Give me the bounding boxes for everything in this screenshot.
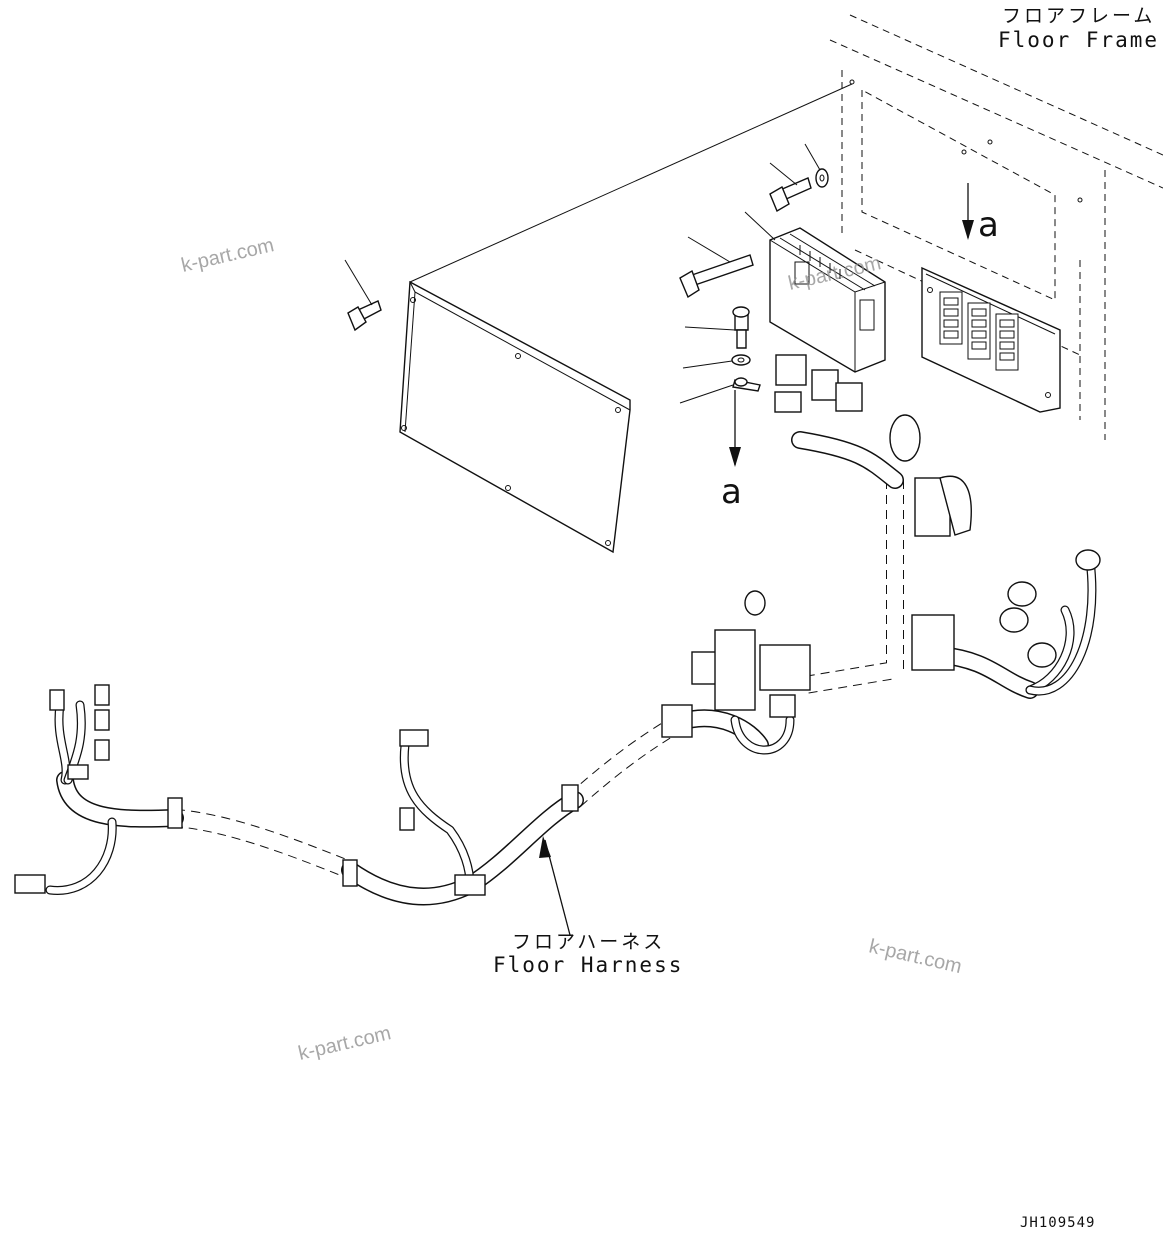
watermark-4: k-part.com [296,1022,393,1065]
cover-plate [399,83,853,554]
fuse-panel [921,266,1061,413]
long-bolt [679,236,754,299]
bolt-cover [344,259,382,332]
floor-frame-label-jp: フロアフレーム [1002,5,1155,27]
floor-harness-label-en: Floor Harness [493,953,683,977]
floor-harness [14,354,1101,936]
drawing-code: JH109549 [1020,1215,1095,1231]
ref-arrow-lower [729,390,741,467]
floor-harness-label-jp: フロアハーネス [512,931,665,953]
reference-mark-lower: a [721,472,742,512]
bolt-vertical [684,306,750,349]
floor-frame-label-en: Floor Frame [998,28,1159,52]
controller-box [744,211,886,373]
ground-terminal [679,377,761,404]
reference-mark-upper: a [978,205,999,245]
ref-arrow-upper [962,183,974,240]
bolt-upper [769,162,812,213]
washer-upper [804,143,829,188]
washer-lower [682,354,751,369]
watermark-3: k-part.com [867,935,964,978]
watermark-1: k-part.com [179,234,276,277]
